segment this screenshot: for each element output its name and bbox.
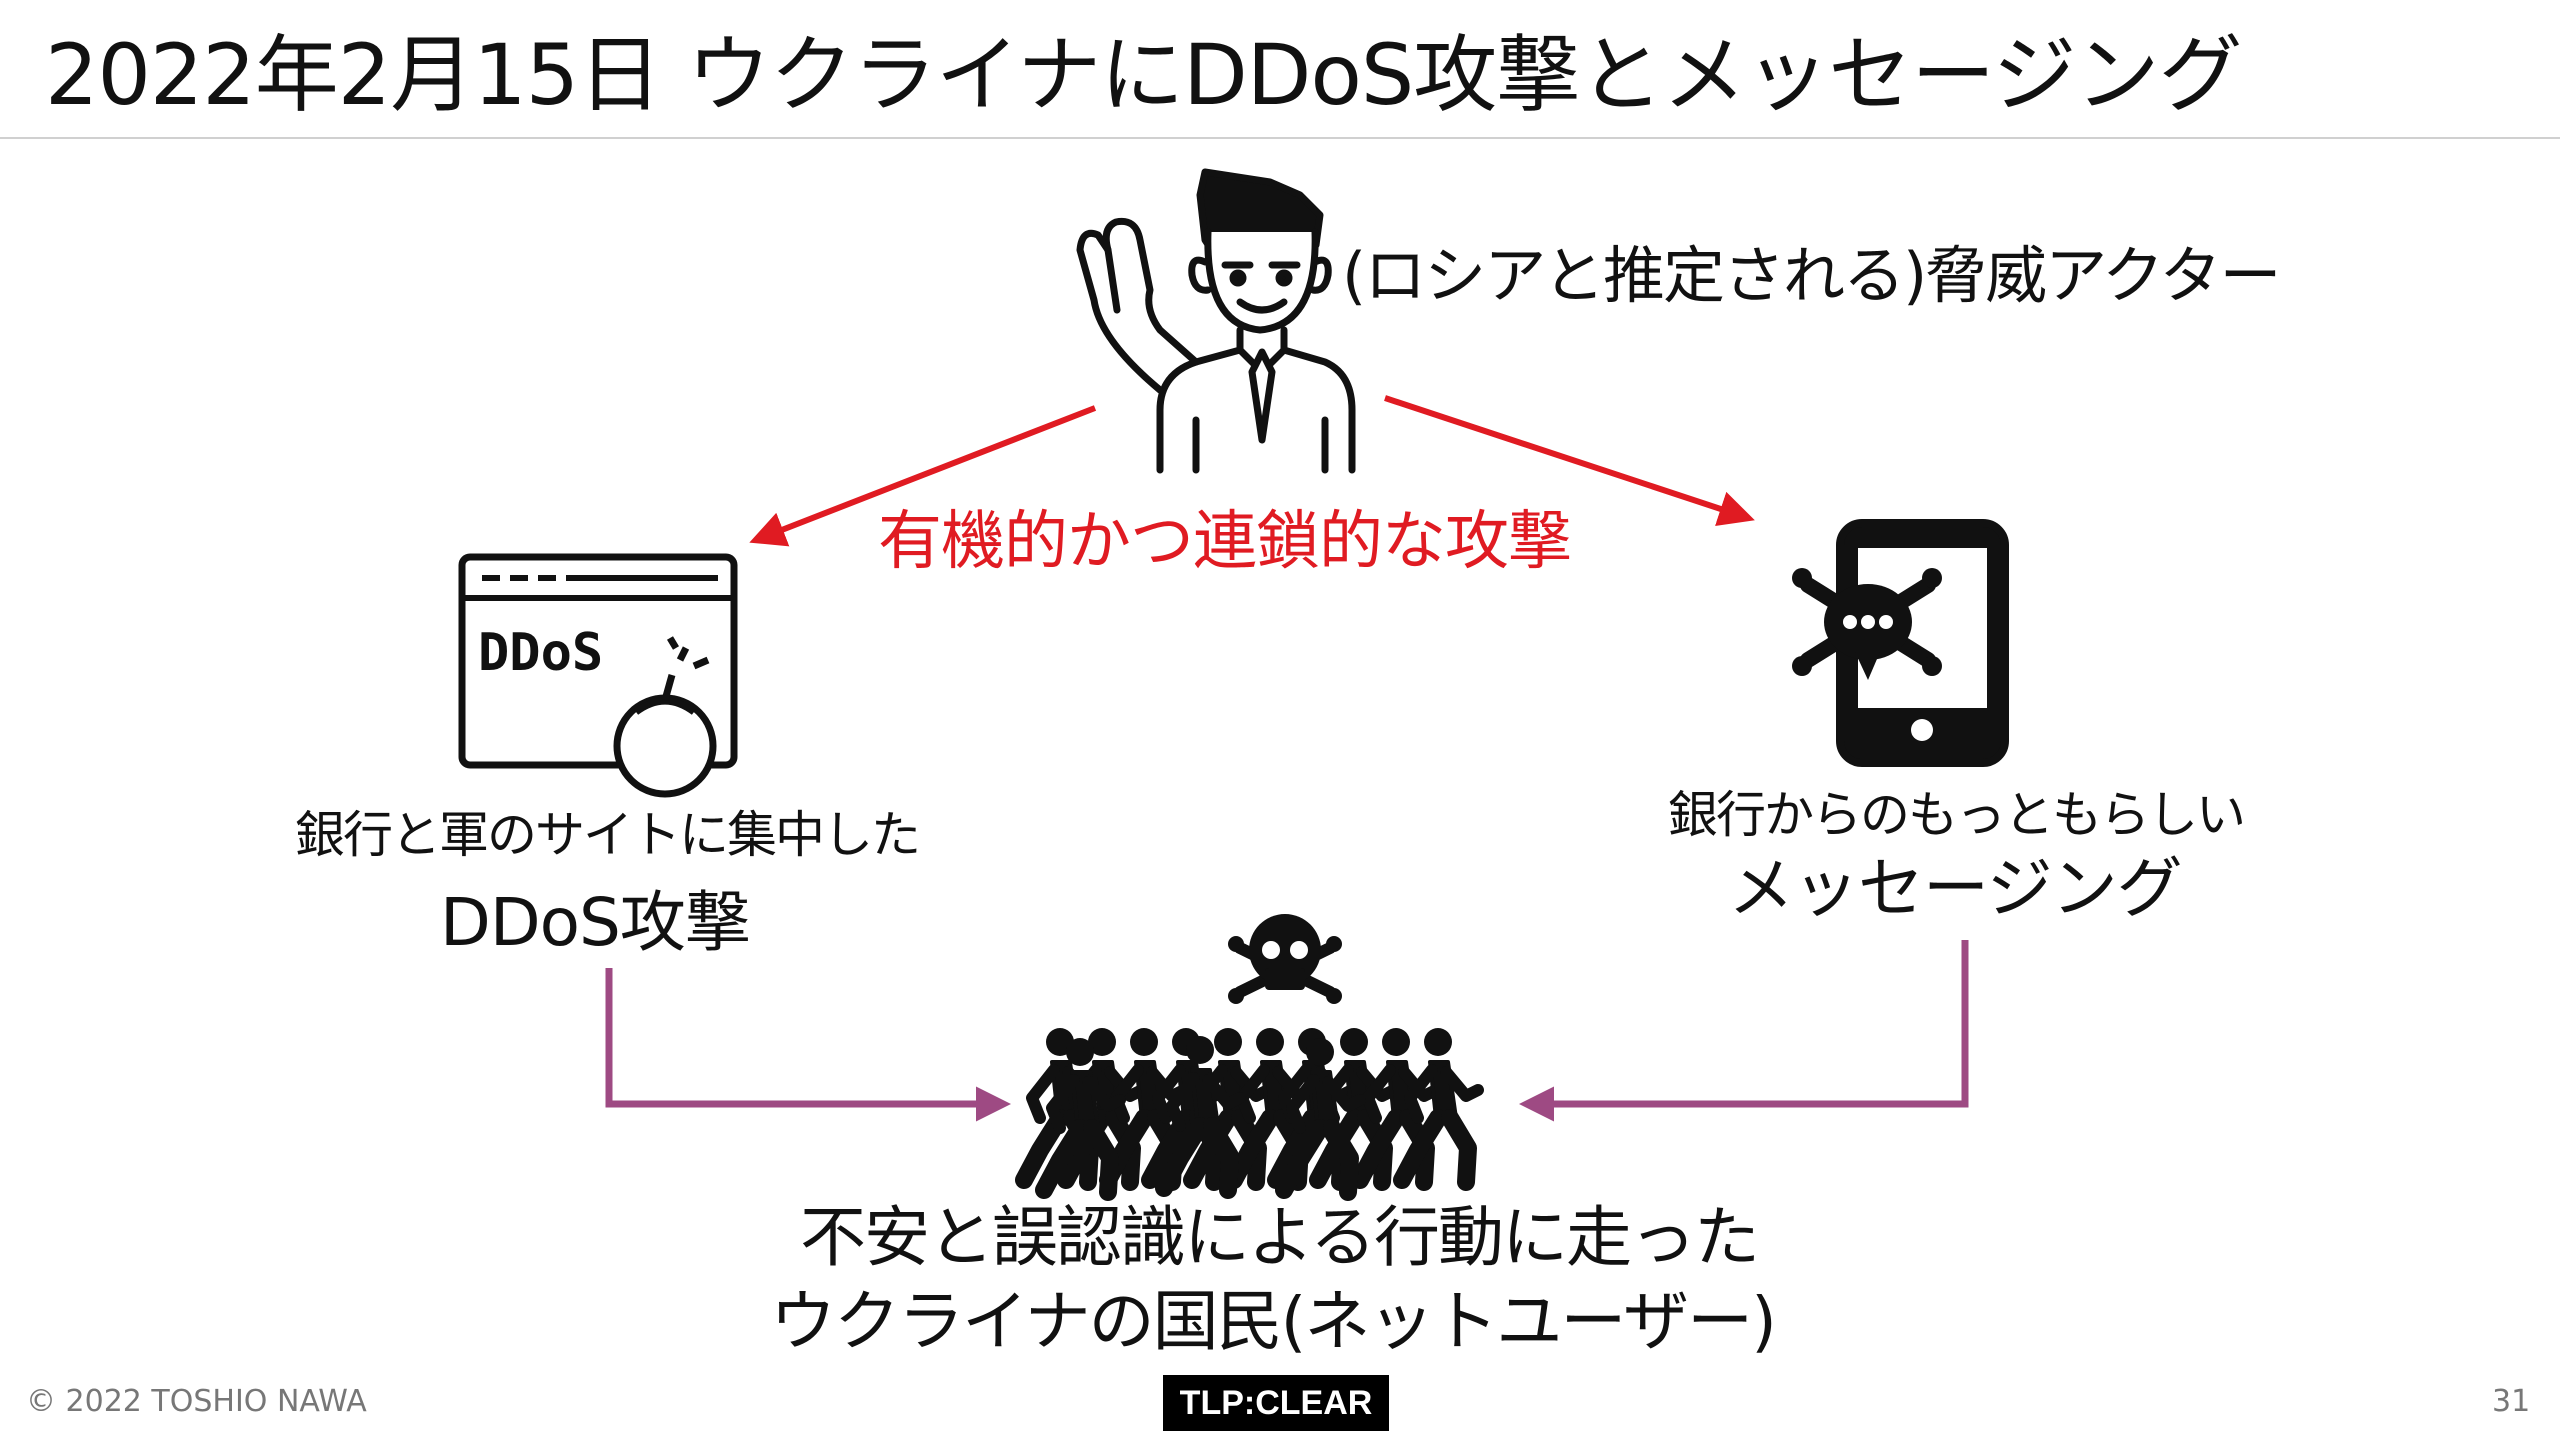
attack-arrow-left <box>749 405 1097 547</box>
copyright-footer: © 2022 TOSHIO NAWA <box>26 1384 367 1419</box>
businessman-icon <box>1076 168 1356 474</box>
threat-actor-label: (ロシアと推定される)脅威アクター <box>1342 239 2282 312</box>
impact-arrow-right <box>1519 940 1969 1122</box>
attack-arrow-right <box>1384 395 1755 527</box>
attack-label: 有機的かつ連鎖的な攻撃 <box>878 505 1572 579</box>
skull-crossbones-icon <box>1228 914 1342 1004</box>
messaging-caption-line1: 銀行からのもっともらしい <box>1668 786 2246 844</box>
malicious-phone-icon <box>1836 519 2009 767</box>
page-number: 31 <box>2492 1384 2531 1419</box>
title-divider <box>0 137 2560 139</box>
ddos-caption-line2: DDoS攻撃 <box>440 884 751 961</box>
running-crowd-icon <box>1015 1028 1478 1192</box>
citizens-caption-line1: 不安と誤認識による行動に走った <box>800 1199 1760 1276</box>
chat-bubble-icon <box>1824 584 1912 680</box>
citizens-caption-line2: ウクライナの国民(ネットユーザー) <box>770 1283 1777 1360</box>
impact-arrow-left <box>605 968 1011 1122</box>
ddos-browser-icon: DDoS <box>458 553 738 769</box>
bomb-icon <box>613 636 717 798</box>
ddos-caption-line1: 銀行と軍のサイトに集中した <box>295 806 921 864</box>
messaging-caption-line2: メッセージング <box>1728 850 2183 927</box>
ddos-icon-text: DDoS <box>478 623 603 683</box>
tlp-badge: TLP:CLEAR <box>1163 1375 1389 1431</box>
slide-title: 2022年2月15日 ウクライナにDDoS攻撃とメッセージング <box>45 26 2243 124</box>
